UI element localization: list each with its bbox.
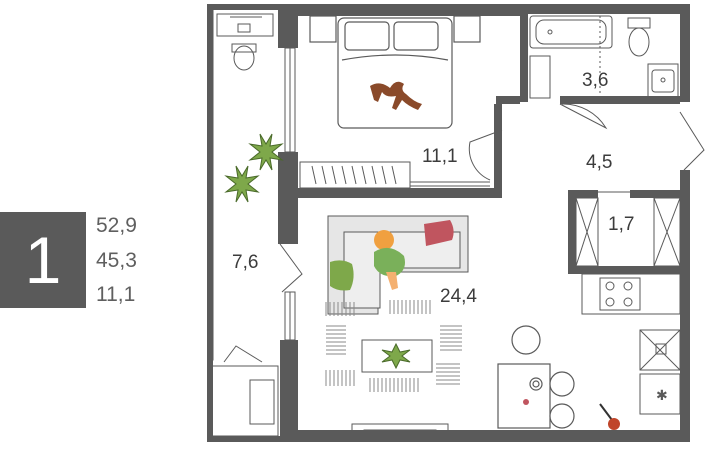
bathroom-fixtures	[529, 15, 679, 99]
rug	[325, 300, 462, 392]
closet-shelves	[575, 197, 681, 267]
rooms-count-badge: 1	[0, 212, 86, 308]
plant-icon	[381, 342, 411, 370]
rooms-count: 1	[24, 223, 62, 297]
kitchen-area: 11,1	[96, 283, 136, 306]
person-icon	[374, 230, 405, 290]
guitar-icon	[599, 403, 620, 430]
pillow-icon	[424, 220, 454, 246]
closet-area-label: 1,7	[608, 214, 634, 235]
loggia-area-label: 7,6	[232, 252, 258, 273]
wardrobe	[299, 161, 490, 189]
loggia-furniture	[211, 13, 279, 437]
walls	[207, 4, 690, 442]
dog-icon	[370, 81, 422, 110]
total-area: 52,9	[96, 214, 137, 237]
living-area: 45,3	[96, 249, 137, 272]
bed	[309, 15, 481, 129]
living-area-label: 24,4	[440, 286, 477, 307]
doors	[279, 103, 705, 293]
snowflake-icon: ✱	[656, 388, 668, 404]
plant-icon	[224, 133, 284, 203]
pillow-icon	[330, 260, 354, 291]
bathroom-area-label: 3,6	[582, 70, 608, 91]
hallway-area-label: 4,5	[586, 152, 612, 173]
windows	[208, 9, 296, 361]
tv-stand	[351, 423, 449, 435]
kitchen-counter	[581, 273, 681, 415]
dining-set	[497, 325, 575, 429]
bedroom-area-label: 11,1	[422, 146, 458, 167]
